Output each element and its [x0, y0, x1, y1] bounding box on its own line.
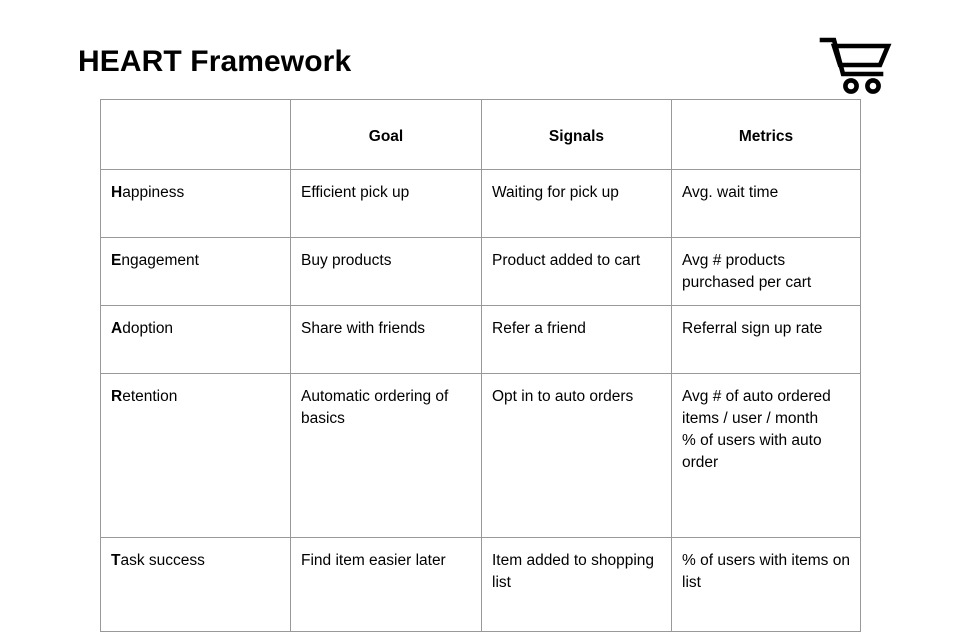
cell-metrics: Avg. wait time [671, 169, 861, 238]
cell-signals: Product added to cart [481, 237, 672, 306]
dimension-initial: A [111, 320, 123, 337]
column-header-goal: Goal [290, 99, 482, 170]
cell-signals: Item added to shopping list [481, 537, 672, 632]
cell-dimension: Task success [100, 537, 291, 632]
dimension-initial: T [111, 552, 121, 569]
dimension-rest: doption [122, 320, 174, 337]
table-header-row: Goal Signals Metrics [100, 99, 861, 170]
column-header-dimension [100, 99, 291, 170]
dimension-rest: appiness [122, 184, 185, 201]
cell-goal: Efficient pick up [290, 169, 482, 238]
dimension-rest: etention [122, 388, 178, 405]
dimension-initial: H [111, 184, 123, 201]
cell-metrics: % of users with items on list [671, 537, 861, 632]
cell-metrics: Avg # products purchased per cart [671, 237, 861, 306]
slide-canvas: HEART Framework Goal Signals Met [78, 32, 894, 632]
cell-metrics: Avg # of auto ordered items / user / mon… [671, 373, 861, 538]
cell-dimension: Adoption [100, 305, 291, 374]
metric-primary: Referral sign up rate [682, 320, 823, 337]
cell-signals: Opt in to auto orders [481, 373, 672, 538]
dimension-initial: E [111, 252, 122, 269]
cell-metrics: Referral sign up rate [671, 305, 861, 374]
cell-dimension: Retention [100, 373, 291, 538]
metric-primary: Avg # products purchased per cart [682, 252, 812, 291]
table-row: Task success Find item easier later Item… [100, 537, 861, 632]
cell-goal: Find item easier later [290, 537, 482, 632]
metric-primary: Avg # of auto ordered items / user / mon… [682, 388, 831, 427]
shopping-cart-icon [818, 32, 894, 96]
cell-signals: Refer a friend [481, 305, 672, 374]
table-row: Happiness Efficient pick up Waiting for … [100, 169, 861, 238]
dimension-rest: ngagement [121, 252, 199, 269]
cell-signals: Waiting for pick up [481, 169, 672, 238]
cell-goal: Share with friends [290, 305, 482, 374]
heart-framework-table: Goal Signals Metrics Happiness Efficient… [100, 99, 861, 632]
table-row: Adoption Share with friends Refer a frie… [100, 305, 861, 374]
cell-goal: Automatic ordering of basics [290, 373, 482, 538]
table-row: Retention Automatic ordering of basics O… [100, 373, 861, 538]
cell-goal: Buy products [290, 237, 482, 306]
column-header-signals: Signals [481, 99, 672, 170]
cell-dimension: Engagement [100, 237, 291, 306]
column-header-metrics: Metrics [671, 99, 861, 170]
dimension-rest: ask success [120, 552, 205, 569]
metric-primary: Avg. wait time [682, 184, 779, 201]
cell-dimension: Happiness [100, 169, 291, 238]
page-title: HEART Framework [78, 45, 352, 78]
table-row: Engagement Buy products Product added to… [100, 237, 861, 306]
dimension-initial: R [111, 388, 123, 405]
metric-secondary: % of users with auto order [682, 432, 822, 471]
metric-primary: % of users with items on list [682, 552, 850, 591]
